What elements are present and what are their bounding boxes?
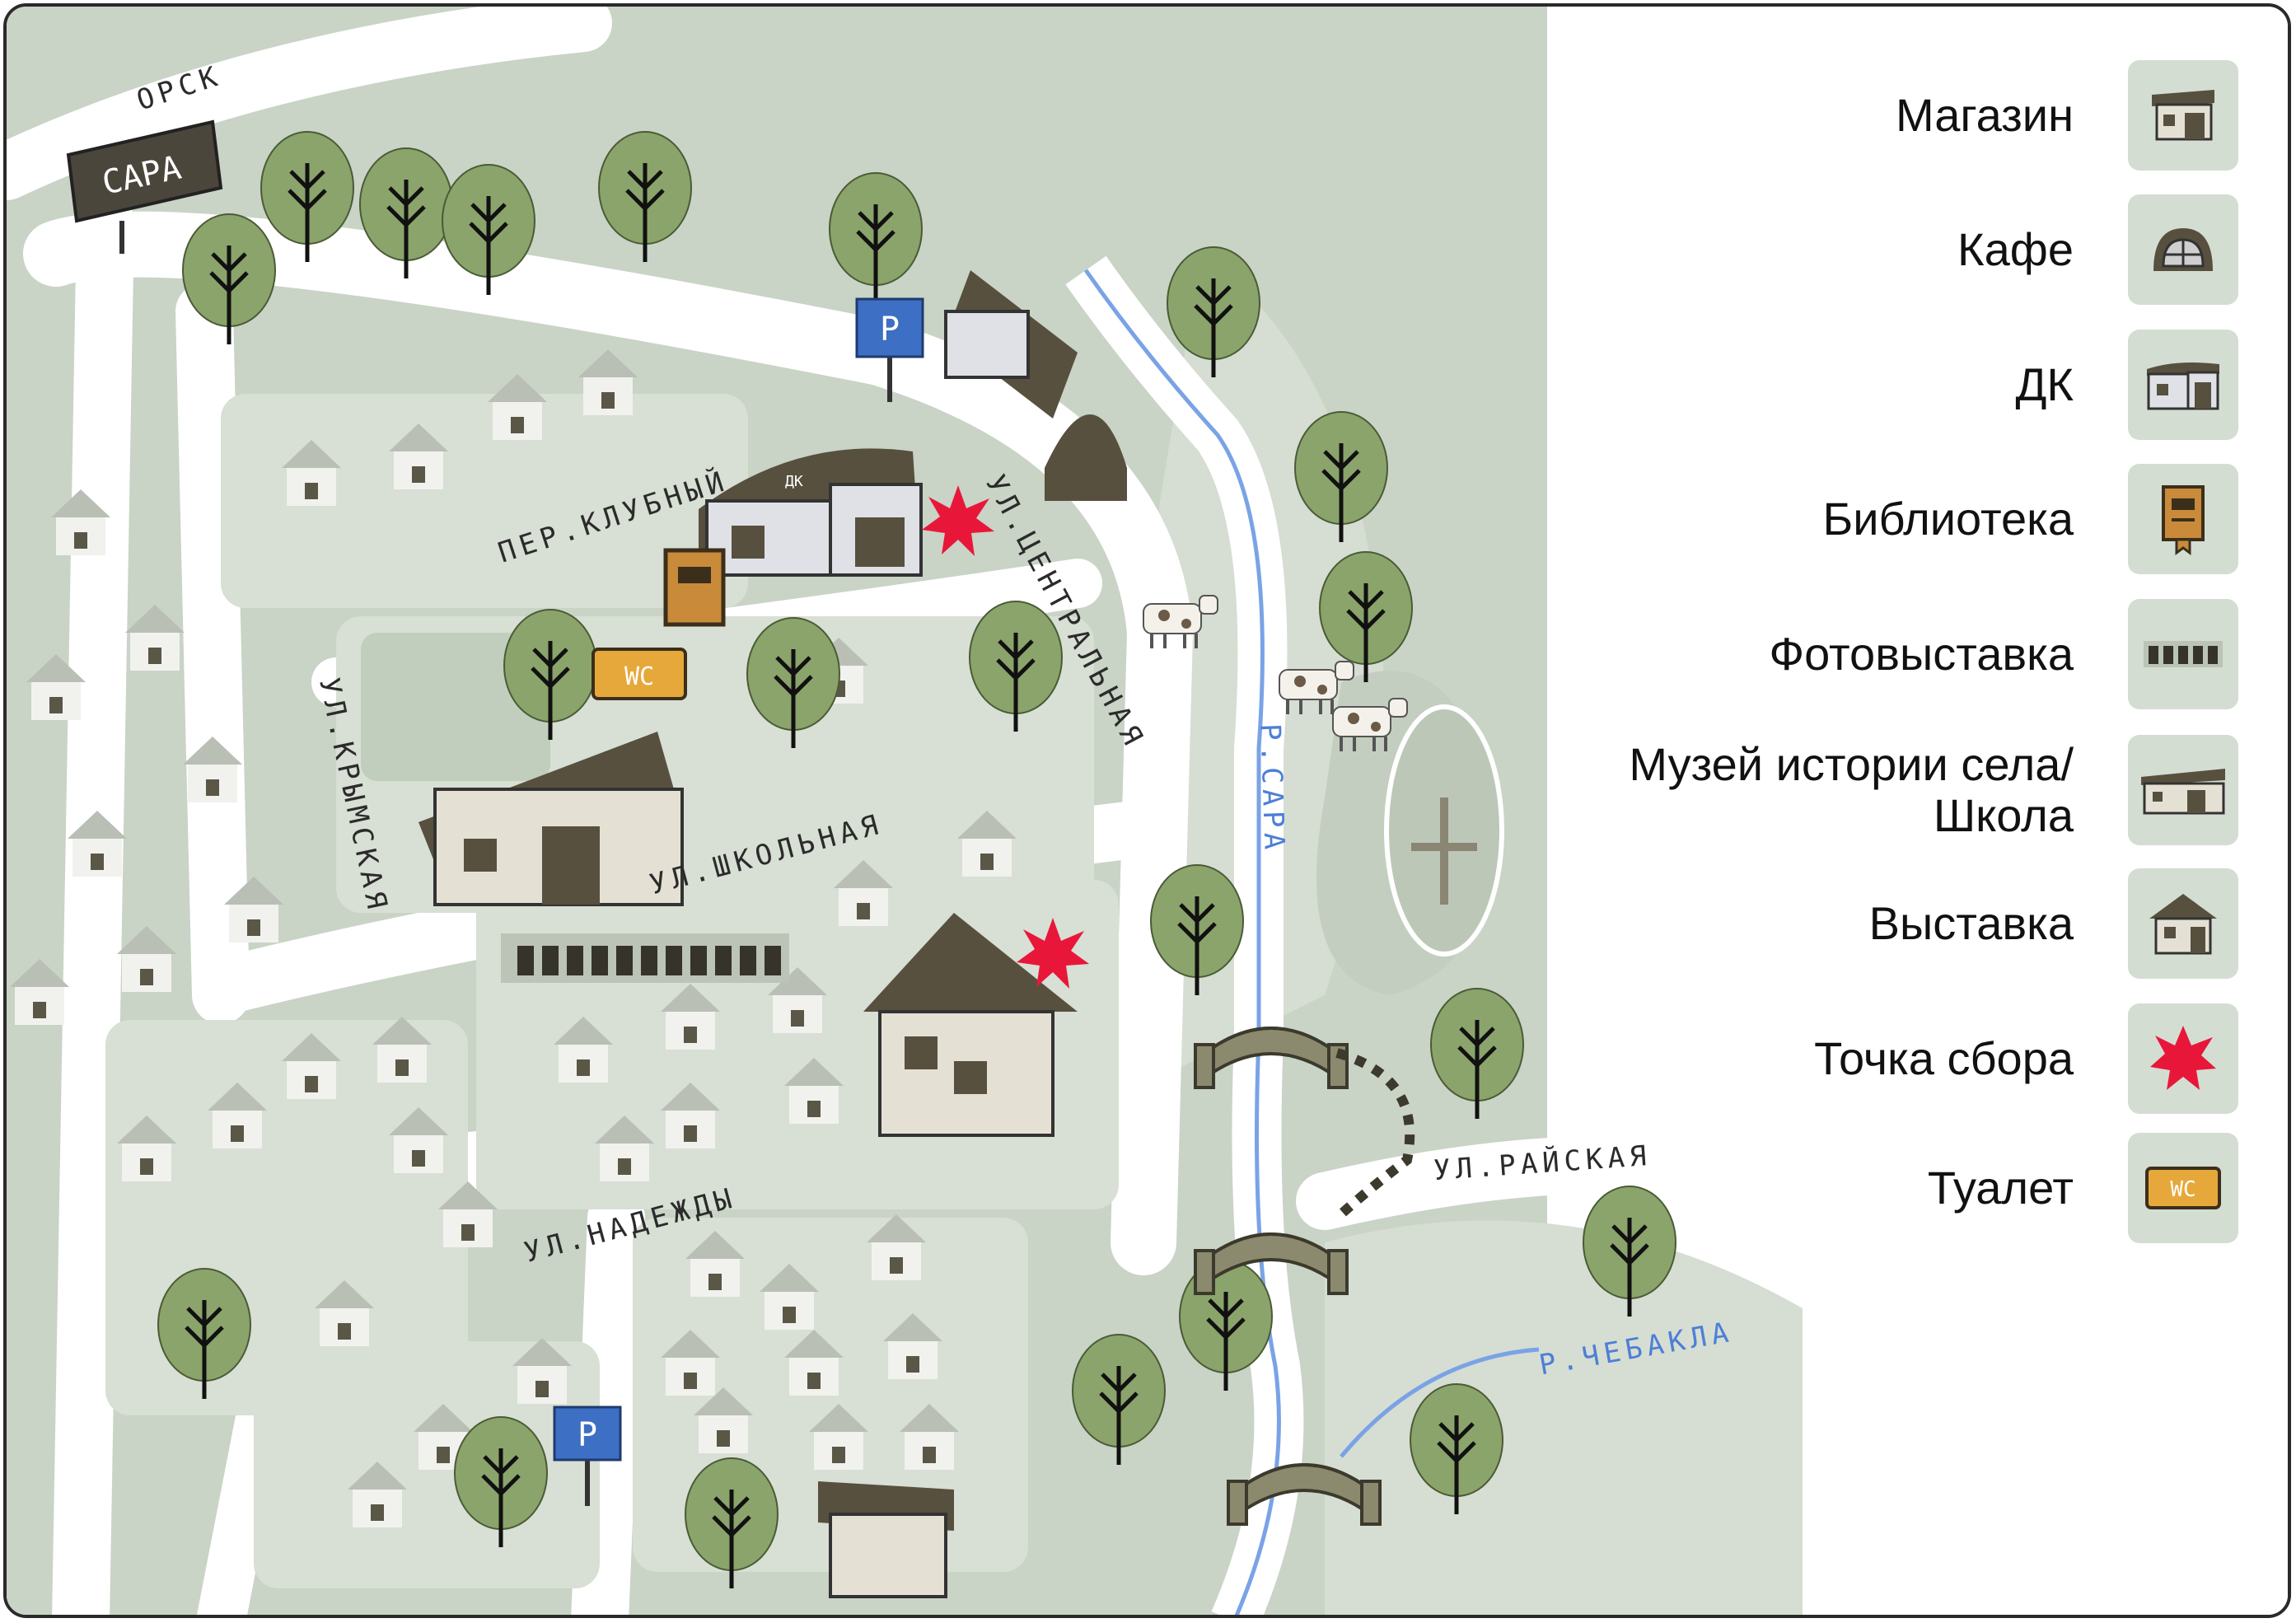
legend-label: Точка сбора: [1814, 1032, 2074, 1084]
exhibition-building: [863, 913, 1078, 1137]
parking-label-2: P: [578, 1416, 597, 1454]
museum-school: [419, 732, 684, 906]
parking-label: P: [880, 311, 900, 348]
svg-text:WC: WC: [2170, 1177, 2195, 1202]
shop-icon: [2128, 60, 2238, 171]
legend-label: Выставка: [1868, 897, 2074, 949]
legend-item: Музей истории села/ Школа: [1497, 735, 2238, 845]
river-sara-label: Р.САРА: [1253, 723, 1291, 855]
library-icon: [2128, 464, 2238, 574]
village-map: ДК WC: [7, 7, 2288, 1615]
legend-item: ДК: [1497, 330, 2238, 440]
legend-label: Фотовыставка: [1769, 628, 2074, 680]
legend-item: Библиотека: [1497, 464, 2238, 574]
dk-label: ДК: [785, 473, 803, 490]
museum-school-icon: [2128, 735, 2238, 845]
meeting-point-star-icon: [2128, 1003, 2238, 1114]
culture-house-icon: [2128, 330, 2238, 440]
parking-sign-bottom: P: [553, 1406, 622, 1506]
exhibition-icon: [2128, 868, 2238, 979]
legend-item: Туалет WC: [1497, 1133, 2238, 1243]
toilet-icon: WC: [2128, 1133, 2238, 1243]
legend-item: Фотовыставка: [1497, 599, 2238, 709]
culture-house: ДК: [699, 448, 923, 577]
legend-item: Точка сбора: [1497, 1003, 2238, 1114]
legend-label: Музей истории села/ Школа: [1629, 738, 2074, 841]
map-frame: ДК WC: [3, 3, 2291, 1618]
legend-item: Магазин: [1497, 60, 2238, 171]
photo-exhibition-icon: [2128, 599, 2238, 709]
cafe-building: [944, 270, 1127, 501]
cafe-icon: [2128, 194, 2238, 305]
legend-item: Выставка: [1497, 868, 2238, 979]
parking-sign-top: P: [855, 297, 924, 402]
shop-building: [818, 1481, 954, 1598]
legend-label: Магазин: [1895, 89, 2074, 141]
photo-exhibition: [501, 933, 789, 983]
wc-label: WC: [624, 662, 654, 691]
legend-label: Кафе: [1957, 223, 2074, 275]
legend-label: Библиотека: [1822, 493, 2074, 545]
legend-label: Туалет: [1927, 1162, 2074, 1214]
wc-marker: WC: [592, 648, 687, 700]
legend-item: Кафе: [1497, 194, 2238, 305]
legend-label: ДК: [2015, 358, 2074, 410]
